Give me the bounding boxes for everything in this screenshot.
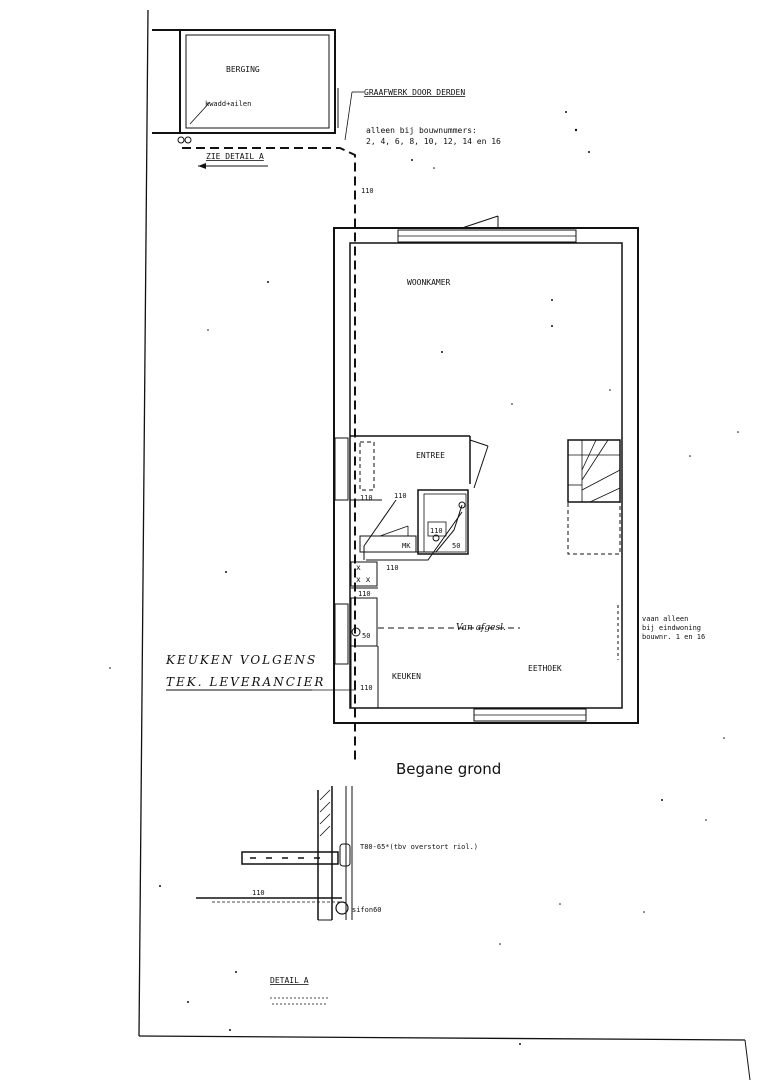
dim-110-entree: 110 [360, 494, 373, 502]
dim-110-bottom: 110 [360, 684, 373, 692]
staircase [567, 439, 621, 555]
arrow-left-icon [198, 163, 206, 169]
dim-110-mid: 110 [358, 590, 371, 598]
entree-partition [350, 435, 489, 501]
t80-label: T80-65*(tbv overstort riol.) [360, 843, 478, 851]
vaan-alleen-line3: bouwnr. 1 en 16 [642, 633, 705, 641]
detail-a-label: DETAIL A [270, 976, 309, 985]
dim-110-detail: 110 [252, 889, 265, 897]
vaan-alleen-line2: bij eindwoning [642, 624, 701, 632]
berging-label: BERGING [226, 65, 260, 74]
dim-50-sink: 50 [362, 632, 370, 640]
scan-specks [109, 111, 739, 1045]
tek-leverancier-label: TEK. LEVERANCIER [166, 675, 325, 689]
house-walls [333, 215, 639, 724]
van-afgesl-label: Van afgesl. [456, 623, 506, 633]
dim-110-mid-right: 110 [386, 564, 399, 572]
dim-110-box: 110 [430, 527, 443, 535]
mk-label: MK [402, 542, 411, 550]
svg-text:x: x [356, 563, 361, 572]
kwadd-label: kwadd+ailen [205, 100, 251, 108]
right-edge-line [744, 1039, 751, 1080]
berging-shed [152, 29, 339, 144]
bottom-border-line [138, 1035, 746, 1041]
detail-a-section [196, 786, 353, 921]
svg-text:x x: x x [356, 575, 371, 584]
left-border-line [138, 9, 149, 1037]
sifon-label: sifon60 [352, 906, 382, 914]
dim-110-mk: 110 [394, 492, 407, 500]
zie-detail-label: ZIE DETAIL A [206, 152, 264, 161]
alleen-bouwnummers-line2: 2, 4, 6, 8, 10, 12, 14 en 16 [366, 137, 501, 146]
woonkamer-label: WOONKAMER [407, 278, 451, 287]
dim-50-toilet: 50 [452, 542, 460, 550]
meter-cupboard [359, 489, 469, 561]
entree-label: ENTREE [416, 451, 445, 460]
keuken-label: KEUKEN [392, 672, 421, 681]
eethoek-label: EETHOEK [528, 664, 562, 673]
graafwerk-label: GRAAFWERK DOOR DERDEN [364, 88, 465, 97]
vaan-alleen-line1: vaan alleen [642, 615, 688, 623]
keuken-volgens-label: KEUKEN VOLGENS [165, 653, 317, 667]
sewer-line [182, 147, 356, 760]
kitchen-units: x x x [350, 561, 379, 708]
alleen-bouwnummers-line1: alleen bij bouwnummers: [366, 126, 477, 135]
begane-grond-title: Begane grond [396, 760, 501, 778]
dim-110-top: 110 [361, 187, 374, 195]
